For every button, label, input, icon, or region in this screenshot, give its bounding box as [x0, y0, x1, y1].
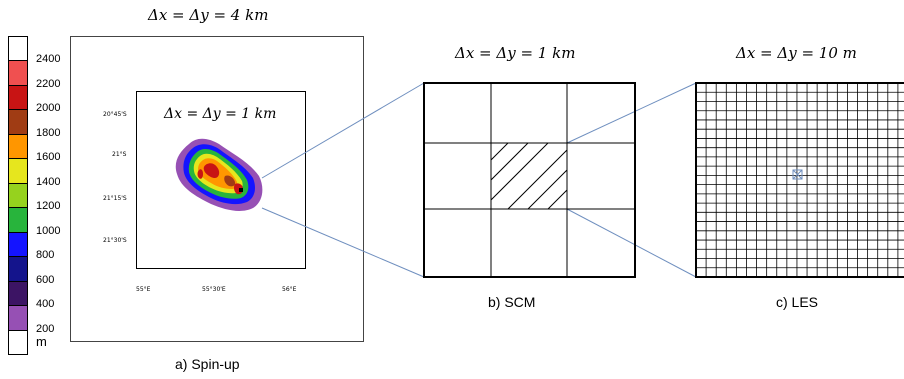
map-resolution-title: Δx = Δy = 1 km	[164, 106, 277, 122]
colorbar-segment	[8, 84, 28, 111]
lat-tick: 21°S	[112, 151, 127, 158]
colorbar-level-label: 2200	[36, 77, 61, 90]
colorbar-segment	[8, 158, 28, 184]
spinup-resolution-title: Δx = Δy = 4 km	[148, 6, 269, 24]
colorbar-level-label: 2400	[36, 53, 61, 66]
lon-tick: 55°E	[136, 286, 151, 293]
lat-tick: 21°15'S	[103, 195, 127, 202]
lon-tick: 55°30'E	[202, 286, 226, 293]
colorbar-level-label: 1800	[36, 126, 61, 139]
caption-scm: b) SCM	[488, 294, 536, 310]
colorbar-segment	[8, 133, 28, 160]
colorbar-segment	[8, 231, 28, 258]
les-grid	[695, 82, 904, 278]
colorbar-segment	[8, 305, 28, 331]
colorbar-segment	[8, 256, 28, 282]
colorbar-level-label: 1000	[36, 224, 61, 237]
colorbar-level-label: 600	[36, 273, 55, 286]
les-centre-marker	[792, 169, 803, 180]
zoom-connector-line	[566, 208, 697, 278]
colorbar-level-label: 2000	[36, 102, 61, 115]
colorbar-unit: m	[36, 333, 47, 349]
colorbar-segment	[8, 60, 28, 86]
colorbar-level-label: 800	[36, 249, 55, 262]
caption-les: c) LES	[776, 294, 819, 310]
lat-tick: 21°30'S	[103, 237, 127, 244]
colorbar-level-label: 1600	[36, 151, 61, 164]
elevation-colorbar: 2400 2200 2000 1800 1600 1400 1200 1000 800 600 40…	[8, 36, 60, 355]
colorbar-level-label: 1200	[36, 200, 61, 213]
zoom-connector-line	[566, 82, 697, 144]
colorbar-level-label: 1400	[36, 175, 61, 188]
colorbar-level-label: 200	[36, 322, 55, 335]
colorbar-level-label: 400	[36, 298, 55, 311]
lat-tick: 20°45'S	[103, 111, 127, 118]
scm-grid	[423, 82, 636, 278]
scm-resolution-title: Δx = Δy = 1 km	[455, 44, 576, 62]
caption-spinup: a) Spin-up	[175, 356, 240, 372]
lon-tick: 56°E	[282, 286, 297, 293]
colorbar-segment	[8, 207, 28, 233]
colorbar-segment	[8, 36, 28, 62]
colorbar-segment	[8, 109, 28, 135]
colorbar-segment	[8, 280, 28, 307]
colorbar-segment	[8, 182, 28, 209]
les-resolution-title: Δx = Δy = 10 m	[736, 44, 857, 62]
spinup-domain-panel	[70, 36, 364, 342]
island-topography	[175, 138, 263, 211]
colorbar-segment	[8, 329, 28, 355]
